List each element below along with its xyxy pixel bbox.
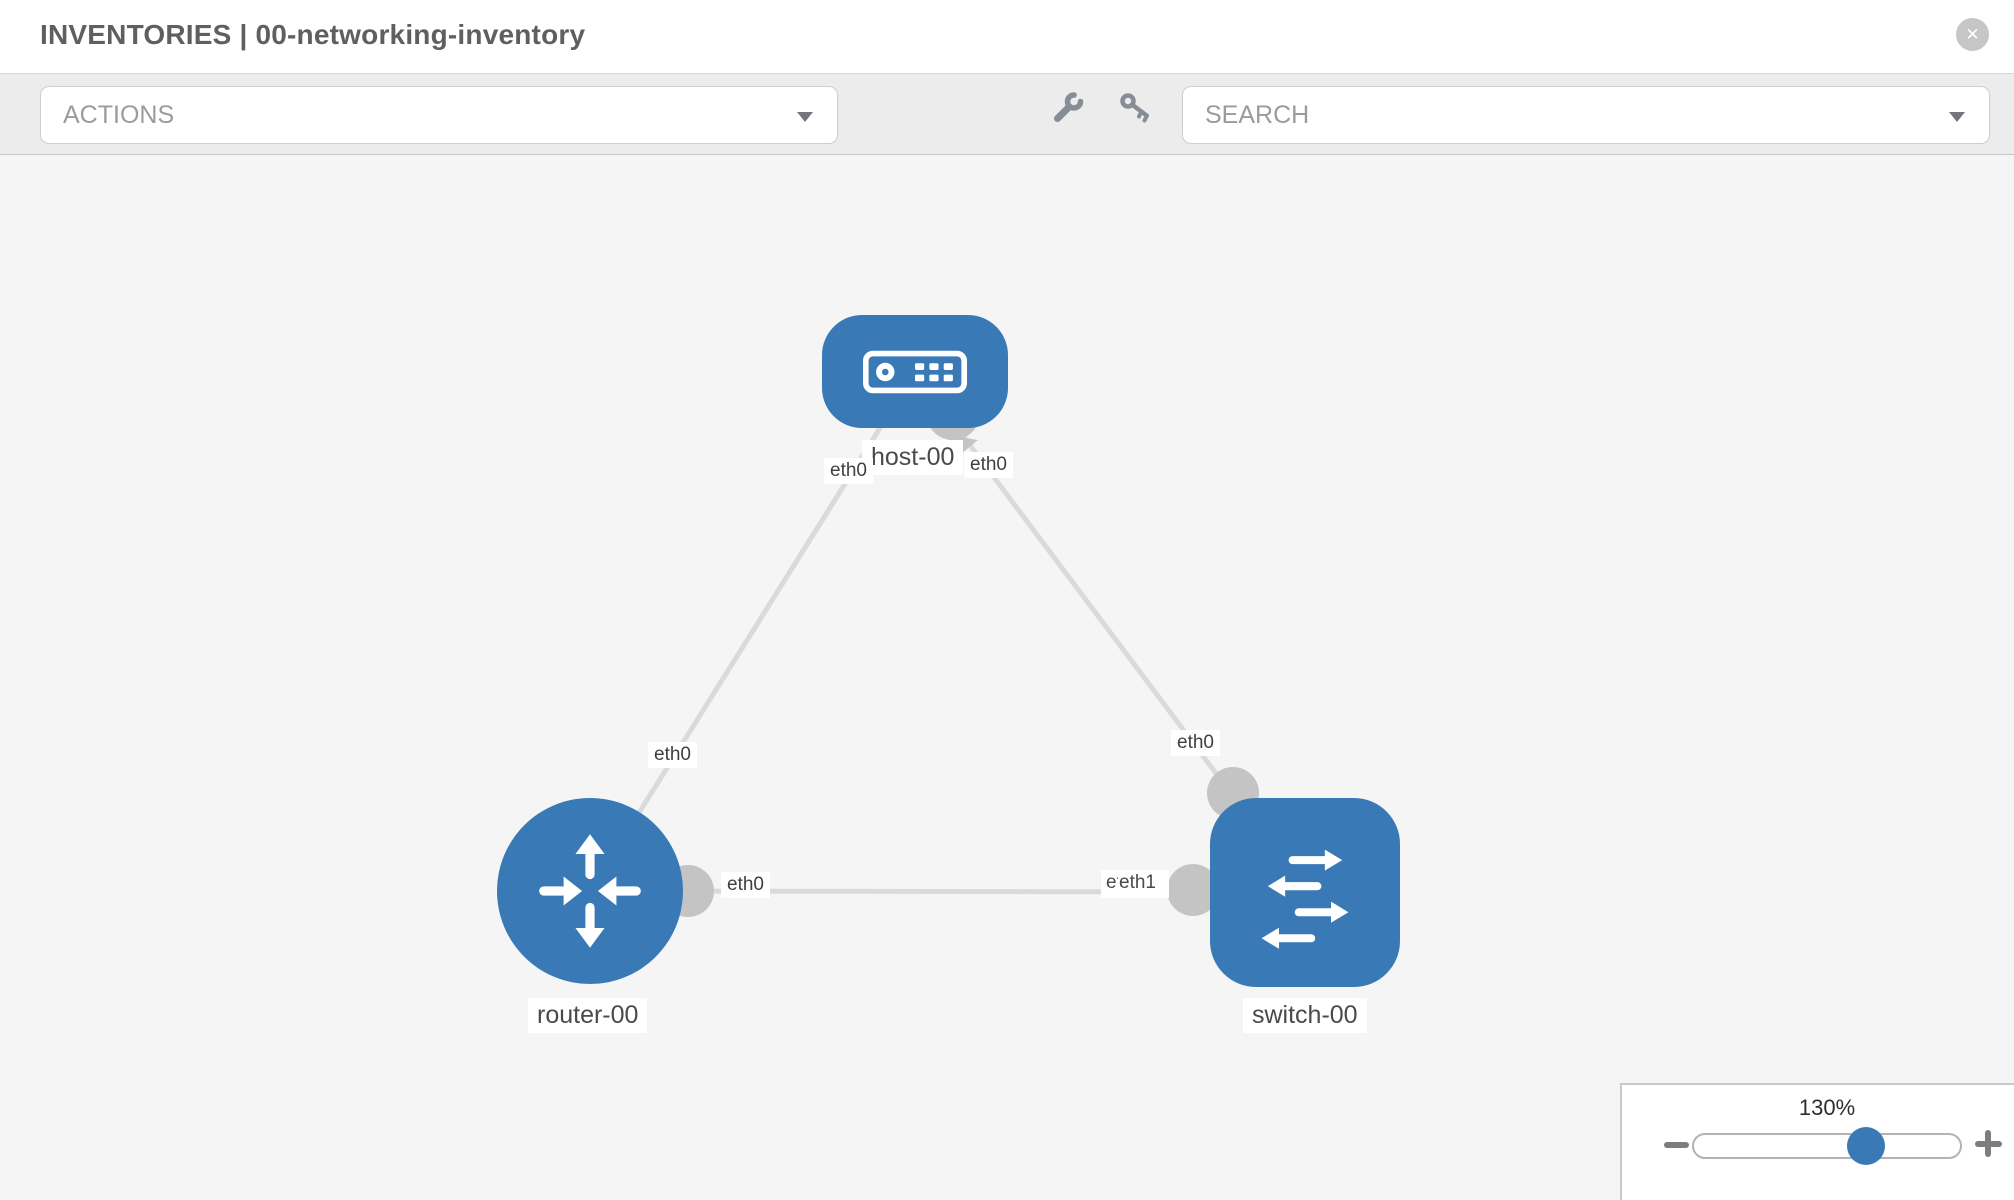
actions-dropdown[interactable]: ACTIONS: [40, 86, 838, 144]
node-label-host: host-00: [862, 440, 964, 475]
topology-wires: [587, 370, 1307, 917]
node-router[interactable]: [497, 798, 683, 984]
search-dropdown[interactable]: SEARCH: [1182, 86, 1990, 144]
iface-label-router-to-host: eth0: [648, 742, 697, 768]
zoom-in-icon[interactable]: [1985, 1130, 1991, 1157]
page-title: INVENTORIES | 00-networking-inventory: [40, 19, 586, 50]
zoom-percent: 130%: [1798, 1095, 1856, 1120]
node-switch[interactable]: [1210, 798, 1400, 987]
chevron-down-icon: [797, 112, 813, 122]
router-icon: [539, 834, 641, 948]
iface-label-switch-eth1: eth1: [1118, 870, 1162, 896]
actions-dropdown-label: ACTIONS: [63, 101, 175, 129]
zoom-slider[interactable]: [1692, 1127, 1962, 1165]
iface-label-host-to-switch: eth0: [964, 452, 1013, 478]
node-host[interactable]: [822, 315, 1008, 428]
zoom-panel: 130%: [1620, 1083, 2014, 1200]
iface-label-host-to-router: eth0: [824, 458, 873, 484]
panel-header: INVENTORIES | 00-networking-inventory ✕: [0, 0, 2014, 73]
connector-switch-left: [1167, 864, 1219, 916]
key-icon[interactable]: [1117, 90, 1153, 126]
iface-label-switch-to-host: eth0: [1171, 730, 1220, 756]
node-label-router: router-00: [528, 998, 648, 1033]
switch-icon: [1261, 849, 1349, 949]
toolbar: ACTIONS SEARCH: [0, 73, 2014, 155]
chevron-down-icon: [1949, 112, 1965, 122]
node-label-switch: switch-00: [1243, 998, 1367, 1033]
iface-label-router-to-switch: eth0: [721, 872, 770, 898]
host-icon: [862, 350, 968, 393]
wrench-icon[interactable]: [1049, 90, 1085, 126]
iface-label-switch-overlapped: eth0 eth1: [1101, 870, 1169, 898]
topology-canvas[interactable]: host-00 router-00 switch-00 eth0 eth0 et…: [0, 155, 2014, 1200]
zoom-slider-knob[interactable]: [1847, 1127, 1885, 1165]
close-icon[interactable]: ✕: [1956, 18, 1989, 51]
zoom-out-icon[interactable]: [1664, 1142, 1689, 1148]
search-placeholder: SEARCH: [1205, 101, 1310, 129]
